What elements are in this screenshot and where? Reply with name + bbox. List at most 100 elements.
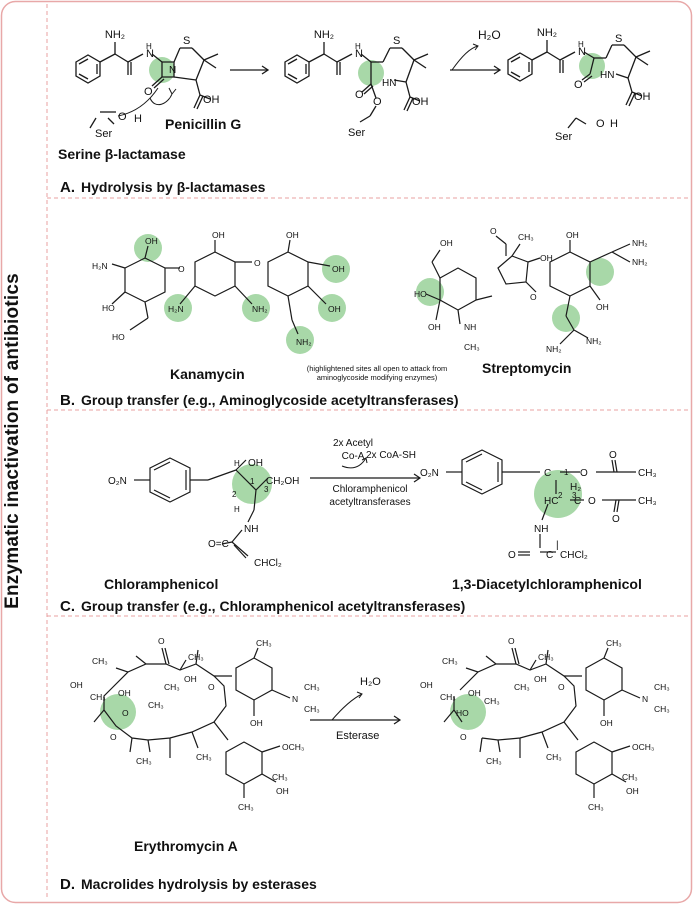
atom-label: 2 xyxy=(558,491,563,500)
atom-label: OH xyxy=(596,302,609,312)
atom-label: HO xyxy=(456,708,469,718)
caption-c-text: Group transfer (e.g., Chloramphenicol ac… xyxy=(81,598,466,614)
atom-label: CH₃ xyxy=(148,700,164,710)
atom-label: OH xyxy=(412,96,429,108)
atom-label: 1 xyxy=(564,468,569,477)
atom-label: C xyxy=(544,468,551,479)
atom-label: NH₂ xyxy=(632,257,648,267)
atom-label: O xyxy=(110,732,117,742)
atom-label: 1 xyxy=(250,477,255,486)
atom-label: O=C xyxy=(208,539,229,550)
atom-label: OH xyxy=(250,718,263,728)
atom-label: CH₃ xyxy=(606,638,622,648)
atom-label: OCH₃ xyxy=(282,742,304,752)
erythromycin-structure xyxy=(93,647,291,798)
kanamycin-site-6 xyxy=(286,326,314,354)
atom-label: H xyxy=(234,459,240,468)
caption-b: B.Group transfer (e.g., Aminoglycoside a… xyxy=(60,392,459,409)
hydrolysed-penicillin-structure xyxy=(507,40,651,129)
atom-label: O xyxy=(208,682,215,692)
atom-label: CH₃ xyxy=(622,772,638,782)
atom-label: S xyxy=(615,33,622,45)
atom-label: OH xyxy=(420,680,433,690)
atom-label: O xyxy=(144,86,153,98)
water-label-a: H₂O xyxy=(478,28,501,42)
atom-label: OH xyxy=(600,718,613,728)
serine-beta-lactamase-label: Serine β-lactamase xyxy=(58,146,186,162)
atom-label: CH₃ xyxy=(486,756,502,766)
atom-label: CHCl₂ xyxy=(254,558,282,569)
atom-label: OH xyxy=(276,786,289,796)
atom-label: H₂N xyxy=(92,261,108,271)
atom-label: HO xyxy=(102,303,115,313)
atom-label: OH xyxy=(248,458,263,469)
atom-label: N xyxy=(578,46,586,58)
atom-label: N xyxy=(355,48,363,60)
atom-label: OH xyxy=(634,91,651,103)
atom-label: CH₃ xyxy=(464,342,480,352)
atom-label: NH₂ xyxy=(314,29,334,41)
atom-label: O xyxy=(178,264,185,274)
atom-label: N xyxy=(169,65,176,76)
atom-label: OH xyxy=(332,264,345,274)
atom-label: OH xyxy=(566,230,579,240)
atom-label: N xyxy=(642,694,648,704)
atom-label: NH xyxy=(464,322,476,332)
atom-label: Ser xyxy=(348,127,365,139)
streptomycin-structure xyxy=(425,235,631,345)
atom-label: OH xyxy=(468,688,481,698)
atom-label: CH₃ xyxy=(654,682,670,692)
atom-label: CH₃ xyxy=(164,682,180,692)
atom-label: S xyxy=(183,35,190,47)
atom-label: O xyxy=(254,258,261,268)
atom-label: Ser xyxy=(555,131,572,143)
atom-label: CH₃ xyxy=(538,652,554,662)
atom-label: O₂N xyxy=(420,468,439,479)
chloramphenicol-site xyxy=(232,464,272,504)
lactone-site-right xyxy=(450,694,486,730)
atom-label: 3 xyxy=(572,491,577,500)
atom-label: OH xyxy=(286,230,299,240)
highlight-note-line2: aminoglycoside modifying enzymes) xyxy=(316,373,438,382)
atom-label: O xyxy=(373,96,382,108)
kanamycin-site-2 xyxy=(164,294,192,322)
streptomycin-site-3 xyxy=(552,304,580,332)
atom-label: O xyxy=(508,636,515,646)
diacetyl-site xyxy=(534,470,582,518)
atom-label: OH xyxy=(328,304,341,314)
atom-label: NH₂ xyxy=(252,304,268,314)
kanamycin-label: Kanamycin xyxy=(170,366,245,382)
atom-label: O xyxy=(596,118,605,130)
atom-label: | xyxy=(556,540,559,551)
atom-label: Ser xyxy=(95,128,112,140)
atom-label: H xyxy=(578,40,584,49)
diacetyl-structure xyxy=(446,449,636,556)
penicillin-g-structure xyxy=(75,42,219,129)
diacetylchloramphenicol-label: 1,3-Diacetylchloramphenicol xyxy=(452,576,642,592)
atom-label: O xyxy=(612,514,620,525)
atom-label: CH₃ xyxy=(638,468,657,479)
acyl-enzyme-structure xyxy=(284,42,429,123)
atom-label: O xyxy=(508,550,516,561)
atom-label: OH xyxy=(145,236,158,246)
atom-label: O xyxy=(355,89,364,101)
chloramphenicol-label: Chloramphenicol xyxy=(104,576,219,592)
reagent-line1: 2x Acetyl xyxy=(332,438,374,449)
atom-label: CH₃ xyxy=(588,802,604,812)
highlight-note-line1: (highlightened sites all open to attack … xyxy=(306,364,448,373)
atom-label: CH₃ xyxy=(304,704,320,714)
kanamycin-site-4 xyxy=(322,255,350,283)
atom-label: HO xyxy=(112,332,125,342)
atom-label: OH xyxy=(203,94,220,106)
atom-label: O xyxy=(530,292,537,302)
atom-label: H xyxy=(355,42,361,51)
atom-label: OH xyxy=(212,230,225,240)
atom-label: OH xyxy=(428,322,441,332)
enzyme-line1: Chloramphenicol xyxy=(332,484,408,495)
atom-label: OH xyxy=(184,674,197,684)
atom-label: 3 xyxy=(264,485,269,494)
esterase-label: Esterase xyxy=(336,730,380,742)
